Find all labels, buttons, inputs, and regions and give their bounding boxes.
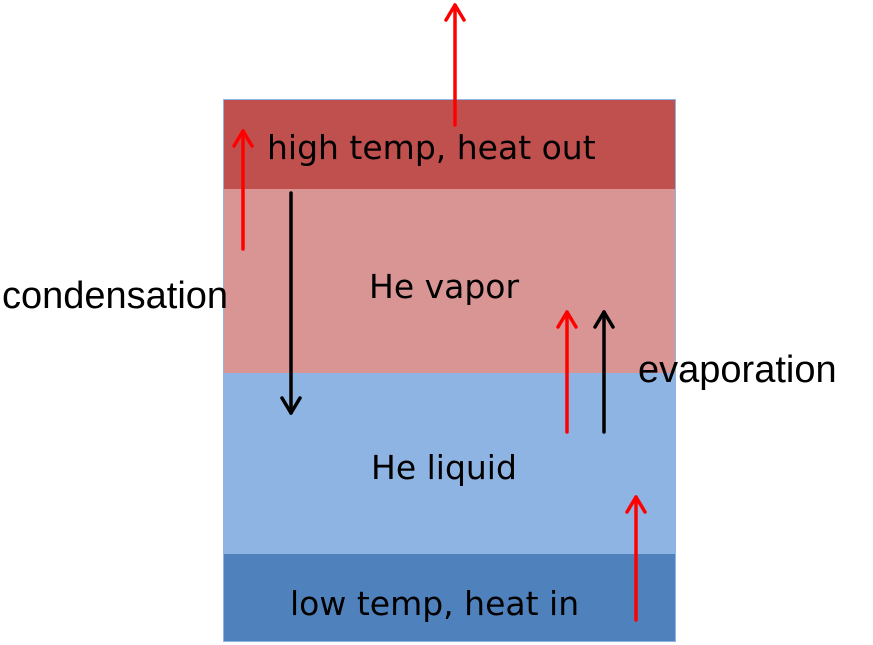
low-temp-layer (223, 554, 676, 642)
liquid-label: He liquid (371, 448, 517, 487)
heat-flow-arrow-middle (556, 310, 578, 434)
heat-flow-arrow-left (232, 129, 254, 251)
high-temp-layer (223, 99, 676, 189)
evaporation-label: evaporation (638, 349, 837, 391)
heat-in-arrow (625, 495, 647, 622)
heat-out-arrow (444, 3, 466, 127)
vapor-layer (223, 189, 676, 373)
condensation-arrow (280, 191, 302, 415)
vapor-label: He vapor (369, 267, 520, 306)
evaporation-arrow (593, 310, 615, 434)
condensation-label: condensation (2, 275, 229, 317)
high-temp-label: high temp, heat out (267, 128, 596, 167)
low-temp-label: low temp, heat in (290, 584, 580, 623)
